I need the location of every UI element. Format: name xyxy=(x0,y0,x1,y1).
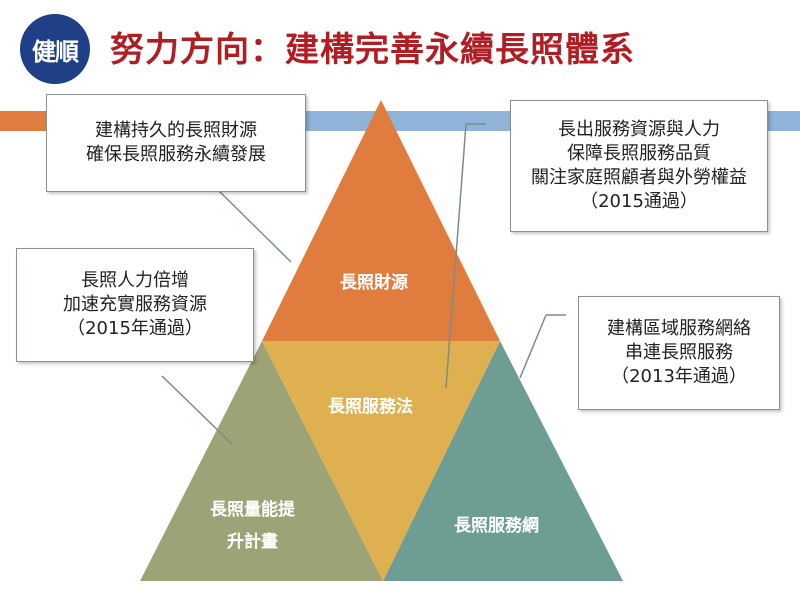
callout-network-line-2: 串連長照服務 xyxy=(625,342,733,363)
triangle-capacity-label-line-2: 升計畫 xyxy=(227,532,278,552)
connector-law-vertical xyxy=(445,123,467,389)
callout-finance-line-2: 確保長照服務永續發展 xyxy=(86,144,266,165)
callout-law-line-4: （2015通過） xyxy=(580,191,698,212)
triangle-capacity-label-line-1: 長照量能提 xyxy=(210,500,295,520)
callout-network-line-1: 建構區域服務網絡 xyxy=(607,318,751,339)
callout-law-line-2: 保障長照服務品質 xyxy=(567,143,711,164)
triangle-network-label: 長照服務網 xyxy=(454,516,539,536)
callout-network-line-3: （2013年通過） xyxy=(611,366,747,387)
connector-finance xyxy=(217,189,292,263)
callout-law-line-1: 長出服務資源與人力 xyxy=(558,119,720,140)
callout-capacity-line-1: 長照人力倍增 xyxy=(81,270,189,291)
callout-law-line-3: 關注家庭照顧者與外勞權益 xyxy=(531,167,747,188)
callout-law: 長出服務資源與人力 保障長照服務品質 關注家庭照顧者與外勞權益 （2015通過） xyxy=(510,100,768,232)
triangle-capacity-label: 長照量能提 升計畫 xyxy=(210,494,295,558)
callout-finance-line-1: 建構持久的長照財源 xyxy=(95,120,257,141)
page-title: 努力方向：建構完善永續長照體系 xyxy=(110,30,635,70)
triangle-capacity xyxy=(140,341,383,581)
callout-network: 建構區域服務網絡 串連長照服務 （2013年通過） xyxy=(578,296,780,410)
connector-network-vertical xyxy=(519,314,547,379)
header-band-left xyxy=(0,111,48,131)
triangle-law xyxy=(262,341,500,581)
connector-capacity xyxy=(161,375,233,445)
callout-capacity-line-2: 加速充實服務資源 xyxy=(63,294,207,315)
callout-finance: 建構持久的長照財源 確保長照服務永續發展 xyxy=(46,94,306,192)
triangle-finance-label: 長照財源 xyxy=(340,273,408,293)
callout-capacity-line-3: （2015年通過） xyxy=(67,318,203,339)
triangle-law-label: 長照服務法 xyxy=(328,397,413,417)
logo: 健順 xyxy=(20,14,90,84)
callout-capacity: 長照人力倍增 加速充實服務資源 （2015年通過） xyxy=(16,248,254,362)
triangle-network xyxy=(383,341,623,581)
triangle-finance xyxy=(262,100,500,341)
